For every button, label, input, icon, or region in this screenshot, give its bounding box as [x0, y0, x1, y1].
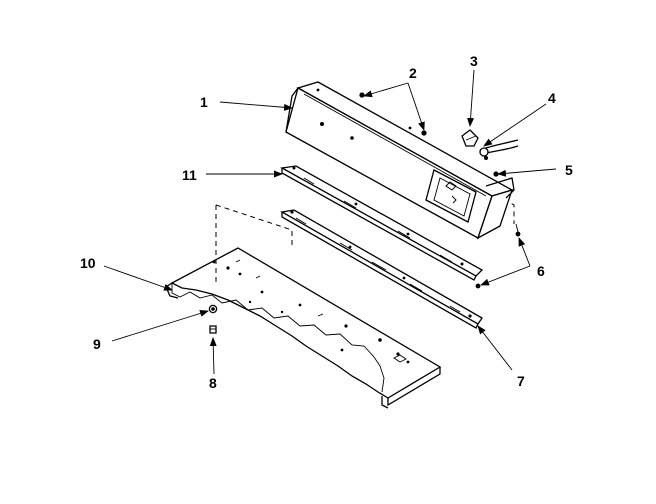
callout-3: 3 [470, 53, 478, 69]
side-screw [493, 171, 499, 177]
wire-connector [479, 139, 519, 160]
callout-5: 5 [565, 162, 573, 178]
mounting-screws [475, 223, 521, 289]
callout-11: 11 [182, 167, 197, 183]
callout-7: 7 [517, 373, 525, 389]
leader-lines [103, 69, 557, 375]
callout-10: 10 [80, 255, 96, 271]
light-socket [461, 129, 479, 147]
callout-8: 8 [209, 375, 217, 391]
callout-2: 2 [409, 65, 417, 81]
callout-4: 4 [548, 90, 556, 106]
callout-1: 1 [200, 94, 208, 110]
control-panel-housing [285, 81, 515, 240]
callout-6: 6 [537, 263, 545, 279]
nut-and-washer [208, 304, 218, 334]
callout-labels: 1 2 3 4 5 6 7 8 9 10 11 [80, 53, 573, 391]
lower-trim-strip [280, 209, 483, 329]
assembly-dashed-guide [215, 194, 515, 283]
callout-9: 9 [93, 336, 101, 352]
